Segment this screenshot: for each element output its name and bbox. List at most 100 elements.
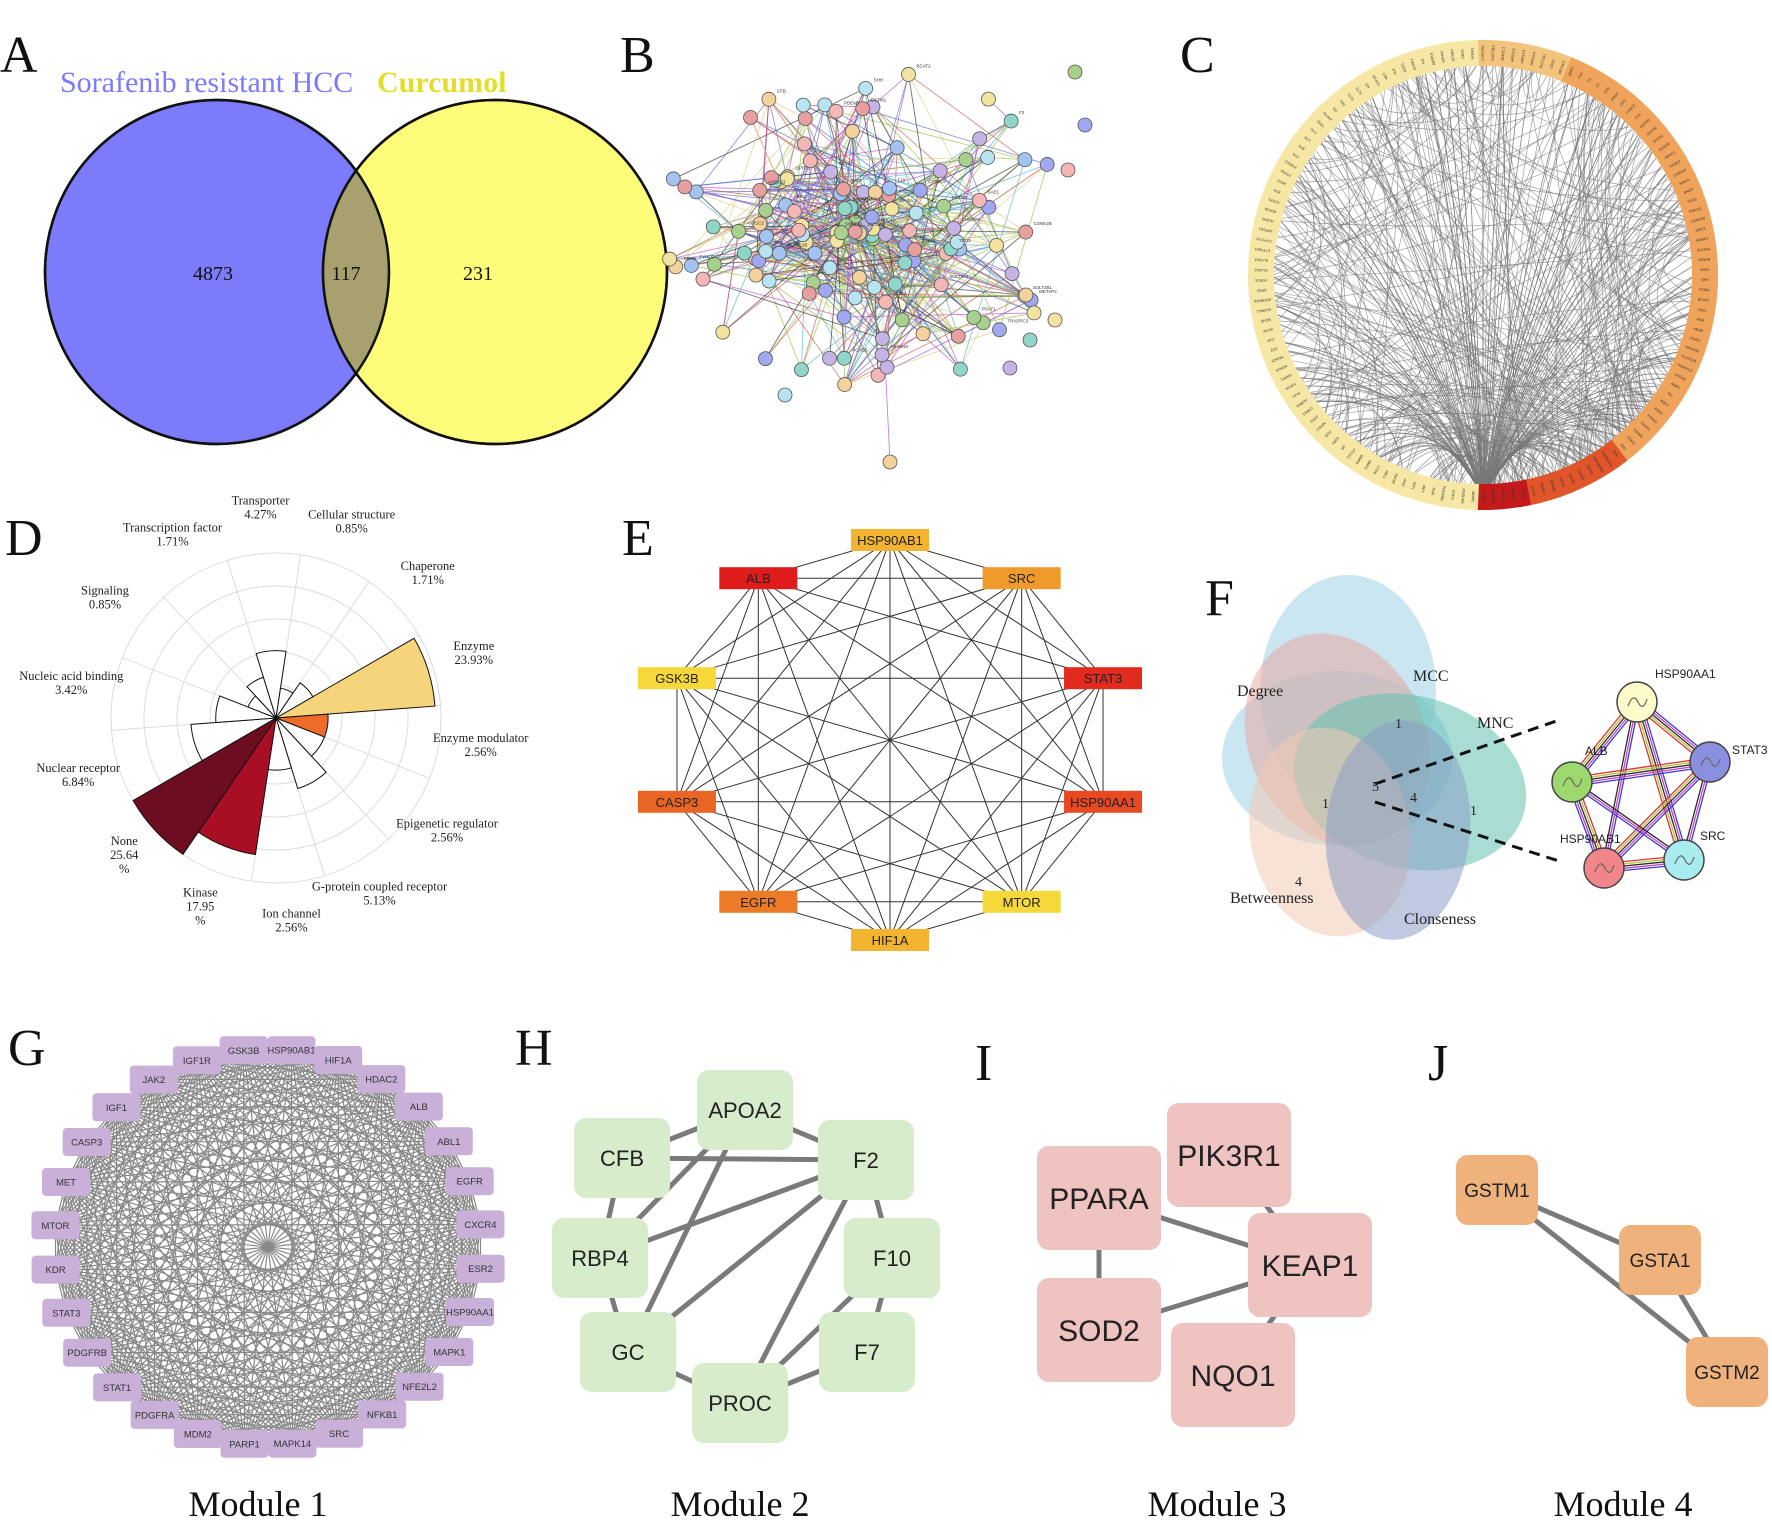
module-2-node-label: F2 [853, 1148, 879, 1173]
circular-node-label: IGF1 [1410, 481, 1416, 490]
string-edge [945, 253, 1026, 297]
panel-letter-f: F [1205, 570, 1234, 627]
circular-edge [1367, 436, 1402, 479]
string-node [847, 290, 863, 306]
count-inner: 4 [1410, 791, 1417, 806]
circular-node-label: MAPK1 [1539, 482, 1546, 495]
module-1-edge [153, 1079, 481, 1270]
circular-node: ADORA1 [1250, 302, 1278, 318]
module-1-node-label: CXCR4 [464, 1220, 496, 1231]
circular-node: PARP1 [1477, 484, 1489, 510]
circular-node-box [1670, 357, 1699, 379]
module-1-edge [243, 1049, 450, 1353]
circular-node: TEK [1330, 89, 1356, 117]
circular-edge [1301, 146, 1632, 441]
circular-edge [1270, 210, 1362, 460]
module-1-edge [153, 1079, 199, 1435]
circular-edge [1597, 410, 1646, 460]
circular-node: TRAPPC3 [1670, 357, 1699, 379]
string-node [1018, 224, 1034, 240]
module-2-node-box [692, 1363, 788, 1443]
module-1-node-box [220, 1429, 269, 1458]
circular-node-box [1356, 450, 1380, 479]
circular-node-box [1543, 471, 1562, 500]
circular-node-label: PRKCQ [1689, 206, 1703, 214]
string-edge [850, 206, 954, 229]
string-edge [695, 191, 739, 232]
module-1-node-label: ABL1 [437, 1137, 460, 1148]
string-node [874, 347, 890, 363]
module-1-edge [154, 1060, 198, 1415]
rose-sector-g-protein-coupled-receptor [275, 717, 327, 790]
circular-node-label: BCAT2 [1698, 298, 1710, 303]
string-edge [779, 252, 959, 337]
circular-node-label: QPRT [1568, 65, 1576, 76]
circular-node-box [1586, 450, 1610, 479]
circular-node-label: ARG1 [1700, 268, 1710, 272]
circular-node-label: PROC [1610, 91, 1620, 102]
circular-edge [1482, 163, 1676, 498]
circular-edge [1267, 138, 1326, 331]
string-edge [854, 231, 1025, 297]
module-1-node-label: JAK2 [142, 1075, 165, 1086]
string-node [887, 276, 903, 292]
circular-node: MERTK [1424, 44, 1442, 73]
circular-node-box [1330, 89, 1356, 117]
string-node [1018, 287, 1034, 303]
string-node [758, 351, 773, 367]
string-node-label: F10 [897, 177, 905, 182]
string-node [662, 251, 677, 267]
module-3-node-label: SOD2 [1058, 1315, 1140, 1348]
hub-string-edge [1600, 758, 1708, 866]
hub-string-label: STAT3 [1732, 743, 1768, 757]
circular-node: FGFR1 [1466, 39, 1479, 67]
circular-node: MAPK1 [1534, 474, 1552, 503]
circular-node: AXL [1414, 47, 1432, 76]
module-1-node-label: MTOR [42, 1221, 70, 1232]
string-node [758, 243, 774, 259]
module-1-node-box [31, 1255, 80, 1284]
circular-edge [1579, 80, 1616, 454]
string-node [989, 237, 1004, 253]
circular-node-box [1248, 242, 1276, 257]
count-center: 5 [1372, 780, 1379, 795]
circular-node-box [1248, 283, 1275, 297]
circular-node-label: GSK3B [1549, 479, 1557, 492]
circular-node-label: DRD2 [1256, 288, 1266, 293]
circular-edge [1260, 90, 1608, 271]
circular-node: HTR2A [1247, 274, 1275, 286]
module-1-node-box [357, 1065, 406, 1094]
string-node-label: PSAT1 [982, 307, 996, 312]
module-1-node-box [424, 1127, 473, 1156]
circular-node-box [1638, 118, 1666, 144]
hub-node-box [1064, 790, 1143, 813]
circular-edge [1262, 249, 1484, 498]
string-edge [960, 322, 984, 370]
string-node [743, 110, 758, 125]
circular-edge [1432, 455, 1484, 498]
protein-structure-icon [1627, 697, 1648, 707]
circular-node-label: CTSB [1372, 465, 1380, 476]
hub-edge [676, 678, 759, 902]
circular-node-box [1524, 44, 1542, 73]
circular-edge [1482, 56, 1524, 498]
module-1-edge [243, 1106, 420, 1445]
circular-edge [1376, 79, 1689, 192]
circular-edge [1327, 52, 1484, 126]
string-node [828, 103, 844, 119]
circular-node-label: CSNK2B [1691, 216, 1707, 224]
circular-node-label: CHEK1 [1302, 406, 1314, 417]
circular-node: CFB [1595, 76, 1619, 105]
circular-edge [1462, 53, 1572, 479]
circular-edge [1403, 67, 1693, 350]
circular-node-label: DDR1 [1460, 49, 1465, 59]
string-node-label: TRAPPC3 [1008, 319, 1029, 324]
circular-edge [1267, 209, 1696, 227]
circular-node-box [1248, 293, 1276, 308]
circular-edge [1452, 55, 1484, 498]
circular-node-label: NFE2L2 [1510, 488, 1516, 502]
string-node [752, 182, 768, 198]
hub-node-box [637, 667, 716, 690]
